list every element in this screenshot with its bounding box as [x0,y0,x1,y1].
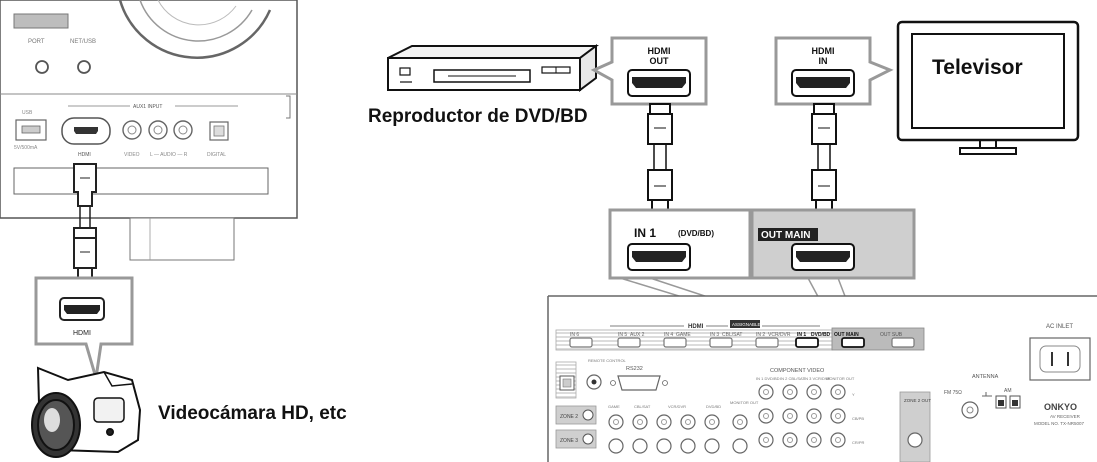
port-button[interactable] [35,60,49,74]
y-label: Y [852,392,855,397]
aux-input-title: AUX1 INPUT [133,104,162,110]
in1-callout: IN 1 (DVD/BD) [608,208,752,280]
camcorder-label: Videocámara HD, etc [158,403,347,424]
button-label-net-usb: NET/USB [70,39,96,45]
ac-inlet-label: AC INLET [1046,324,1073,330]
rear-port-aux2: AUX 2 [630,332,645,338]
fm-label: FM 75Ω [944,390,962,396]
rear-hdmi-in2[interactable] [755,337,779,348]
rear-port-vcr: VCR/DVR [768,332,791,338]
rear-out-sub: OUT SUB [880,332,903,338]
cr-label: CR/PR [852,440,865,445]
rear-hdmi-in5[interactable] [617,337,641,348]
usb-title: USB [22,110,33,116]
rs232-label: RS232 [626,366,643,372]
front-digital-label: DIGITAL [207,152,226,158]
row-label-dvd: DVD/BD [706,404,721,409]
zone2-jack[interactable] [582,409,594,421]
rear-port-in3: IN 3 [710,332,719,338]
rs232-port[interactable] [617,375,661,391]
camcorder-hdmi-label: HDMI [73,330,91,337]
out-main-label: OUT MAIN [761,230,810,241]
dvd-port-label-1: HDMI [648,46,671,56]
rear-port-cbl: CBL/SAT [722,332,742,338]
rear-hdmi-out-main[interactable] [841,337,865,348]
tv-hdmi-cable [811,103,837,211]
zone3-jack[interactable] [582,433,594,445]
rear-port-in6: IN 6 [570,332,579,338]
usb-rating: 5V/500mA [14,145,38,151]
out-main-callout: OUT MAIN [750,208,916,280]
comp-input-1: IN 1 DVD/BD [756,376,780,381]
comp-input-4: MONITOR OUT [826,376,855,381]
rear-hdmi-header: HDMI [688,324,704,330]
row-label-cbl: CBL/SAT [634,404,651,409]
in1-sub-label: (DVD/BD) [678,229,714,238]
brand-logo: ONKYO [1044,402,1077,412]
front-video-label: VIDEO [124,152,140,158]
front-hdmi-cable [73,163,97,279]
dvd-hdmi-out-callout: HDMI OUT [590,36,708,106]
comp-input-2: IN 2 CBL/SAT [780,376,805,381]
tv-port-label-1: HDMI [812,46,835,56]
cb-label: CB/PB [852,416,864,421]
model-line-1: AV RECEIVER [1050,414,1081,419]
front-audio-label: L — AUDIO — R [150,152,188,158]
rear-port-in5: IN 5 [618,332,627,338]
rear-port-game: GAME [676,332,691,338]
remote-control-label: REMOTE CONTROL [588,358,627,363]
tv-hdmi-in-callout: HDMI IN [774,36,894,106]
button-label-port: PORT [28,39,45,45]
am-label: AM [1004,388,1012,394]
rear-hdmi-in3[interactable] [709,337,733,348]
comp-input-3: IN 3 VCR/DVR [804,376,831,381]
rear-port-in1: IN 1 [797,332,806,338]
model-line-2: MODEL NO. TX-NR5007 [1034,421,1085,426]
rear-hdmi-in1[interactable] [795,337,819,348]
dvd-bd-player [387,44,599,92]
tv-label: Televisor [932,56,1023,79]
net-usb-button[interactable] [77,60,91,74]
antenna-label: ANTENNA [972,374,999,380]
row-label-vcr: VCR/DVR [668,404,686,409]
rear-port-dvd: DVD/BD [811,332,831,338]
front-hdmi-label: HDMI [78,152,91,158]
row-label-game: GAME [608,404,620,409]
dvd-hdmi-cable [647,103,673,211]
zone2-label: ZONE 2 [560,414,578,420]
zone3-label: ZONE 3 [560,438,578,444]
rear-hdmi-in4[interactable] [663,337,687,348]
dvd-port-label-2: OUT [650,56,670,66]
camcorder-hdmi-callout: HDMI [34,276,134,379]
dvd-player-label: Reproductor de DVD/BD [368,106,588,127]
assignable-label: ASSIGNABLE [732,322,761,327]
receiver-rear-panel: HDMI ASSIGNABLE IN 6 IN 5 AUX 2 IN 4 GAM… [547,295,1097,462]
receiver-front-panel: PORT NET/USB USB 5V/500mA AUX1 INPUT HDM… [0,0,298,261]
component-video-label: COMPONENT VIDEO [770,368,825,374]
television [896,20,1080,155]
in1-label: IN 1 [634,226,656,240]
zone2-out-jack[interactable] [907,432,923,448]
row-label-monitor: MONITOR OUT [730,400,759,405]
tv-port-label-2: IN [819,56,828,66]
camcorder [31,366,142,458]
rear-out-main: OUT MAIN [834,332,859,338]
rear-port-in4: IN 4 [664,332,673,338]
rear-hdmi-out-sub[interactable] [891,337,915,348]
rear-hdmi-in6[interactable] [569,337,593,348]
rear-port-in2: IN 2 [756,332,765,338]
zone2-out-label: ZONE 2 OUT [904,398,931,403]
